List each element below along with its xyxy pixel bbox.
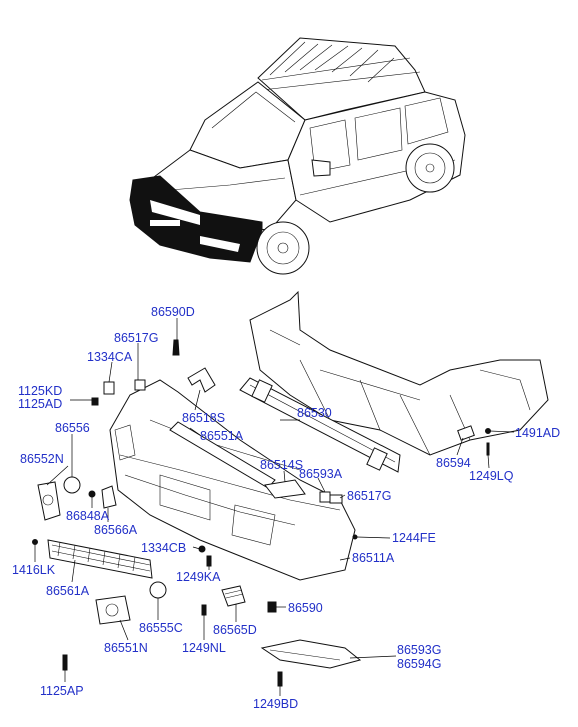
label-86590: 86590 [288, 601, 323, 615]
label-86594: 86594 [436, 456, 471, 470]
lamp-bezel-left [37, 481, 61, 521]
label-1249ka: 1249KA [176, 570, 221, 584]
vehicle-illustration [129, 37, 466, 275]
bumper-beam [239, 377, 401, 473]
bracket-86594 [457, 425, 475, 441]
label-1491ad: 1491AD [515, 426, 561, 440]
grille-86566a [101, 485, 117, 509]
label-86565d: 86565D [213, 623, 257, 637]
bolt-86590d [172, 339, 180, 356]
lamp-bezel-right [95, 595, 131, 625]
label-86552n: 86552N [20, 452, 64, 466]
radiator-support-panel [249, 290, 549, 456]
label-1334cb: 1334CB [141, 541, 187, 555]
screw-1249ka [206, 555, 212, 567]
label-86518s: 86518S [182, 411, 226, 425]
screw-1125ap [62, 654, 68, 671]
label-1125ap: 1125AP [40, 684, 84, 698]
clip-86517g-b [329, 494, 343, 504]
leader-lines [34, 318, 515, 696]
clip-1491ad [485, 428, 491, 434]
label-1249nl: 1249NL [182, 641, 226, 655]
label-86517g-top: 86517G [114, 331, 159, 345]
bracket-86593g [260, 639, 362, 669]
label-86530: 86530 [297, 406, 332, 420]
clip-1334ca [103, 381, 115, 395]
clip-86593a [319, 491, 331, 503]
label-86514s: 86514S [260, 458, 304, 472]
label-1249bd: 1249BD [253, 697, 299, 711]
label-1416lk: 1416LK [12, 563, 56, 577]
clip-86848a [88, 490, 96, 498]
ring-86556 [63, 476, 81, 494]
bolt-1125kd [91, 397, 99, 406]
label-86566a: 86566A [94, 523, 138, 537]
lower-grille-86561a [47, 539, 153, 579]
label-86551a: 86551A [200, 429, 244, 443]
screw-1249bd [277, 671, 283, 687]
bolt-1244fe [352, 534, 358, 540]
label-86555c: 86555C [139, 621, 183, 635]
label-1249lq: 1249LQ [469, 469, 514, 483]
screw-1249nl [201, 604, 207, 616]
label-86590d: 86590D [151, 305, 195, 319]
clip-86517g-a [134, 379, 146, 391]
clip-1416lk [32, 539, 38, 545]
bracket-86518s [187, 367, 216, 393]
label-86556: 86556 [55, 421, 90, 435]
label-86594g: 86594G [397, 657, 442, 671]
nut-86590 [267, 601, 277, 613]
label-1244fe: 1244FE [392, 531, 436, 545]
label-86551n: 86551N [104, 641, 148, 655]
bumper-upper-strip [169, 421, 276, 489]
label-86517g-right: 86517G [347, 489, 392, 503]
label-1125kd: 1125KD [18, 384, 63, 398]
label-1125ad: 1125AD [18, 397, 63, 411]
label-86848a: 86848A [66, 509, 110, 523]
label-86593a: 86593A [299, 467, 343, 481]
label-86593g: 86593G [397, 643, 442, 657]
label-86561a: 86561A [46, 584, 90, 598]
ring-86555c [149, 581, 167, 599]
screw-1249lq [486, 442, 490, 456]
label-1334ca: 1334CA [87, 350, 133, 364]
label-86511a: 86511A [352, 551, 395, 565]
